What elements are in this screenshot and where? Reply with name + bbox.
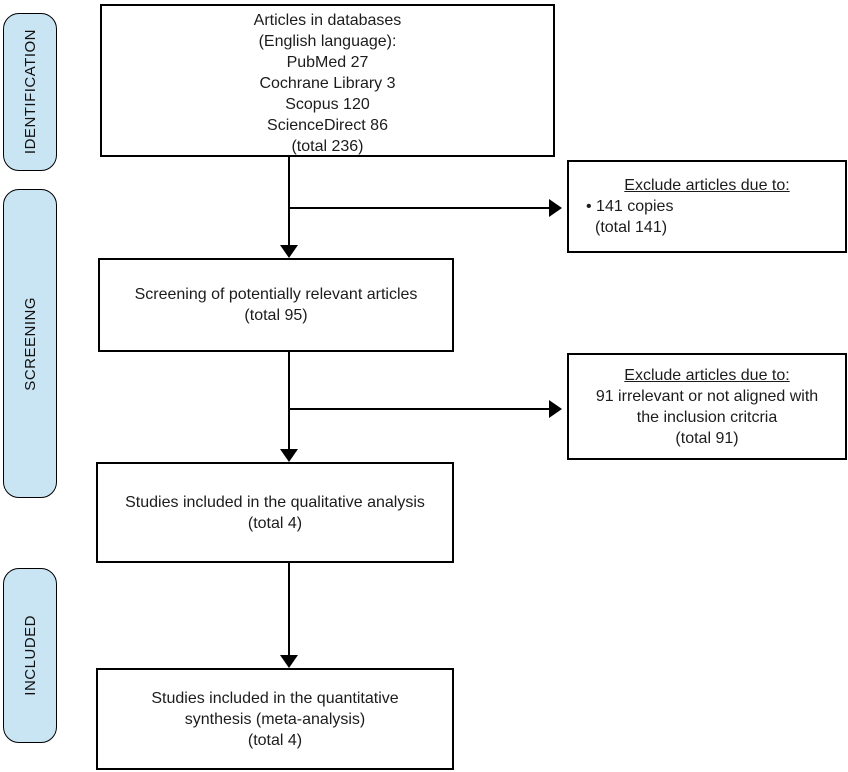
box-line: the inclusion critcria bbox=[636, 408, 778, 426]
stage-identification-label: IDENTIFICATION bbox=[21, 29, 39, 155]
box-line: Scopus 120 bbox=[285, 96, 370, 113]
box-line: • 141 copies bbox=[586, 198, 674, 215]
exclude-heading: Exclude articles due to: bbox=[624, 366, 790, 384]
box-line: (total 236) bbox=[291, 138, 364, 155]
box-quantitative-synthesis: Studies included in the quantitative syn… bbox=[96, 668, 454, 770]
box-line: (total 4) bbox=[247, 731, 303, 749]
box-line: (English language): bbox=[258, 33, 397, 50]
box-line: synthesis (meta-analysis) bbox=[184, 710, 366, 728]
exclude-body: • 141 copies (total 141) bbox=[569, 196, 845, 238]
box-exclude-duplicates: Exclude articles due to: • 141 copies (t… bbox=[567, 160, 847, 253]
box-line: ScienceDirect 86 bbox=[267, 117, 388, 134]
stage-screening: SCREENING bbox=[3, 189, 57, 498]
box-articles-in-databases: Articles in databases (English language)… bbox=[100, 4, 555, 157]
stage-screening-label: SCREENING bbox=[21, 296, 39, 391]
exclude-heading: Exclude articles due to: bbox=[624, 177, 790, 194]
box-line: 91 irrelevant or not aligned with bbox=[595, 387, 819, 405]
box-exclude-irrelevant: Exclude articles due to: 91 irrelevant o… bbox=[567, 353, 847, 460]
box-line: (total 95) bbox=[244, 307, 308, 324]
box-line: Studies included in the qualitative anal… bbox=[125, 493, 425, 511]
arrowhead-down-icon bbox=[280, 655, 298, 668]
stage-included: INCLUDED bbox=[3, 568, 57, 743]
box-line: PubMed 27 bbox=[286, 54, 369, 71]
arrowhead-down-icon bbox=[280, 449, 298, 462]
box-line: Screening of potentially relevant articl… bbox=[134, 286, 418, 303]
arrowhead-right-icon bbox=[549, 400, 562, 418]
box-line: (total 4) bbox=[247, 514, 303, 532]
stage-identification: IDENTIFICATION bbox=[3, 13, 57, 171]
arrowhead-right-icon bbox=[549, 199, 562, 217]
stage-included-label: INCLUDED bbox=[21, 615, 39, 696]
box-qualitative-analysis: Studies included in the qualitative anal… bbox=[96, 462, 454, 563]
box-line: Articles in databases bbox=[253, 12, 402, 29]
box-line: Cochrane Library 3 bbox=[259, 75, 396, 92]
box-line: (total 91) bbox=[675, 429, 739, 447]
connector-to-exclude-duplicates bbox=[289, 207, 549, 209]
box-screening: Screening of potentially relevant articl… bbox=[98, 258, 454, 352]
connector-screening-to-qualitative bbox=[288, 352, 290, 451]
connector-qualitative-to-quantitative bbox=[288, 563, 290, 657]
arrowhead-down-icon bbox=[280, 245, 298, 258]
connector-databases-to-screening bbox=[288, 157, 290, 247]
connector-to-exclude-irrelevant bbox=[289, 408, 549, 410]
box-line: (total 141) bbox=[595, 219, 668, 236]
box-line: Studies included in the quantitative bbox=[151, 689, 399, 707]
